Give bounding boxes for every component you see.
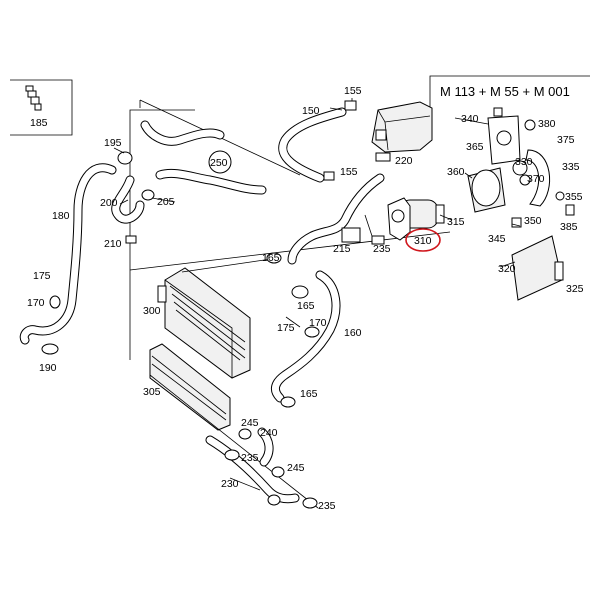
part-label[interactable]: 335 [562,161,580,173]
part-label[interactable]: 235 [241,452,259,464]
part-label[interactable]: 170 [27,297,45,309]
part-label[interactable]: 305 [143,386,161,398]
part-label[interactable]: 210 [104,238,122,250]
expansion-tank [344,100,433,162]
part-label[interactable]: 385 [560,221,578,233]
part-label[interactable]: 165 [262,252,280,264]
part-label[interactable]: 320 [498,263,516,275]
part-label[interactable]: 240 [260,427,278,439]
bolt-380-icon [524,119,536,131]
engine-variant-header: M 113 + M 55 + M 001 [429,75,590,110]
part-250-marker [208,150,232,174]
part-label[interactable]: 230 [221,478,239,490]
part-label[interactable]: 155 [344,85,362,97]
clip-235-icon [371,235,385,245]
grommet-330-icon [512,160,528,176]
clip-185-icon [25,85,42,111]
engine-variant-title: M 113 + M 55 + M 001 [440,84,570,99]
part-label[interactable]: 165 [300,388,318,400]
radiator-300 [157,267,251,379]
part-label[interactable]: 195 [104,137,122,149]
part-label[interactable]: 160 [344,327,362,339]
cooler-305 [149,343,231,431]
leader-lines [113,98,521,491]
part-label[interactable]: 375 [557,134,575,146]
heater-hose-group [111,120,267,244]
part-label[interactable]: 300 [143,305,161,317]
lower-hose-frame [129,257,319,509]
part-label[interactable]: 345 [488,233,506,245]
part-label[interactable]: 205 [157,196,175,208]
clip-220-icon [375,152,391,162]
inset-185 [10,79,73,136]
clamp-165-icon [291,285,309,299]
clamp-190-icon [41,343,59,355]
part-label[interactable]: 325 [566,283,584,295]
part-310-highlight [405,228,441,252]
bolt-385-icon [565,204,575,216]
part-label[interactable]: 365 [466,141,484,153]
part-label[interactable]: 380 [538,118,556,130]
clamp-170-icon [49,295,61,309]
part-label[interactable]: 170 [309,317,327,329]
part-label[interactable]: 360 [447,166,465,178]
hose-150 [278,107,347,183]
part-label[interactable]: 155 [340,166,358,178]
auxiliary-water-pump-310 [387,197,445,241]
lower-hoses [205,427,318,509]
radiator-hose-180 [19,163,117,355]
part-label[interactable]: 180 [52,210,70,222]
part-label[interactable]: 150 [302,105,320,117]
part-label[interactable]: 235 [373,243,391,255]
part-label[interactable]: 350 [524,215,542,227]
part-label[interactable]: 185 [30,117,48,129]
hose-215 [287,173,385,265]
part-label[interactable]: 175 [277,322,295,334]
part-label[interactable]: 215 [333,243,351,255]
part-label[interactable]: 235 [318,500,336,512]
clip-155-icon [344,100,357,111]
nut-345-icon [511,217,522,228]
part-label[interactable]: 245 [287,462,305,474]
part-label[interactable]: 370 [527,173,545,185]
part-label-310[interactable]: 310 [414,235,432,247]
pump-bracket-assembly [467,107,575,301]
clamp-205-icon [141,189,155,201]
part-label[interactable]: 175 [33,270,51,282]
part-label[interactable]: 165 [297,300,315,312]
part-label[interactable]: 250 [210,157,228,169]
part-label[interactable]: 340 [461,113,479,125]
part-label[interactable]: 245 [241,417,259,429]
part-label[interactable]: 220 [395,155,413,167]
hose-160 [266,252,341,408]
grommet-370-icon [519,174,531,186]
part-labels: 185 195 200 205 210 180 175 170 190 250 … [27,85,584,512]
part-label[interactable]: 190 [39,362,57,374]
part-label[interactable]: 330 [515,156,533,168]
part-label[interactable]: 355 [565,191,583,203]
clip-210-icon [125,235,137,244]
part-label[interactable]: 315 [447,216,465,228]
clamp-195-icon [117,151,133,165]
part-label[interactable]: 200 [100,197,118,209]
